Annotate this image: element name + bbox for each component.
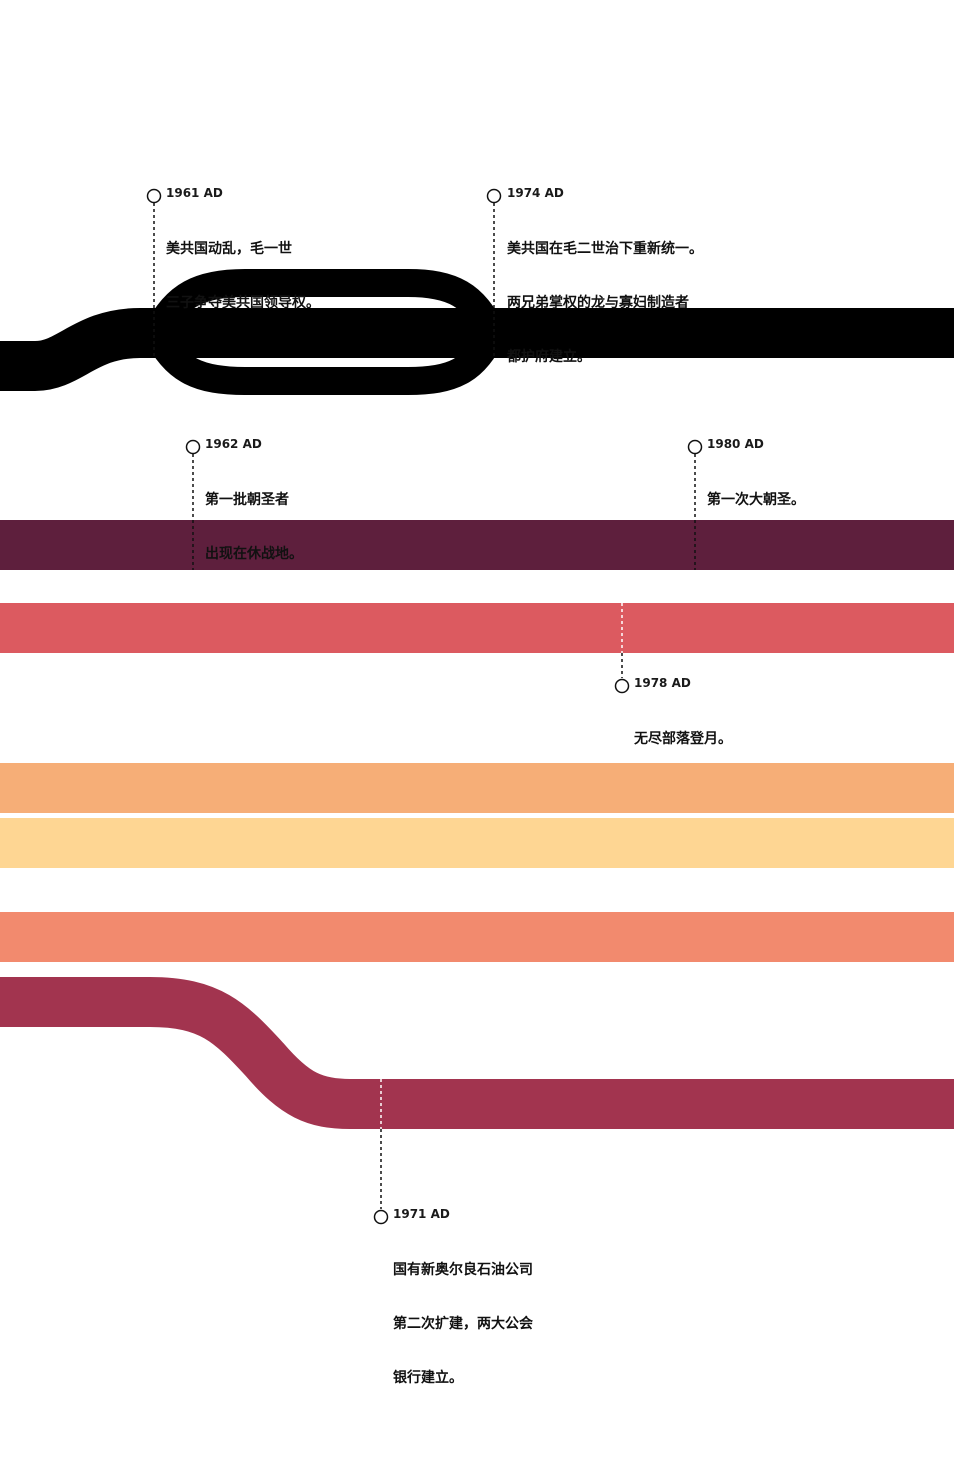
event-1961: 1961 AD 美共国动乱，毛一世 三子争夺美共国领导权。 (166, 186, 320, 348)
event-description: 第一批朝圣者 出现在休战地。 (205, 455, 303, 599)
event-line: 出现在休战地。 (205, 546, 303, 562)
event-year: 1980 AD (707, 437, 764, 451)
event-line: 无尽部落登月。 (634, 731, 732, 747)
event-year: 1971 AD (393, 1207, 450, 1221)
salmon-band (0, 912, 954, 962)
event-line: 三子争夺美共国领导权。 (166, 295, 320, 311)
event-1971: 1971 AD 国有新奥尔良石油公司 第二次扩建，两大公会 银行建立。 (393, 1207, 533, 1423)
event-line: 第一次大朝圣。 (707, 492, 805, 508)
event-description: 美共国在毛二世治下重新统一。 两兄弟掌权的龙与寡妇制造者 都护府建立。 (507, 204, 703, 402)
plum-band (0, 520, 954, 570)
event-line: 两兄弟掌权的龙与寡妇制造者 (507, 295, 689, 311)
event-1962: 1962 AD 第一批朝圣者 出现在休战地。 (205, 437, 303, 599)
event-marker-1980 (687, 439, 703, 570)
event-line: 美共国在毛二世治下重新统一。 (507, 241, 703, 257)
event-line: 国有新奥尔良石油公司 (393, 1262, 533, 1278)
event-year: 1961 AD (166, 186, 223, 200)
event-1980: 1980 AD 第一次大朝圣。 (707, 437, 805, 545)
event-year: 1974 AD (507, 186, 564, 200)
event-1978: 1978 AD 无尽部落登月。 (634, 676, 732, 784)
event-year: 1978 AD (634, 676, 691, 690)
event-line: 第二次扩建，两大公会 (393, 1316, 533, 1332)
event-description: 无尽部落登月。 (634, 694, 732, 784)
light-yellow-band (0, 818, 954, 868)
event-marker-1962 (185, 439, 201, 570)
event-line: 第一批朝圣者 (205, 492, 289, 508)
event-year: 1962 AD (205, 437, 262, 451)
black-band (0, 269, 954, 395)
event-marker-1971 (373, 1079, 389, 1225)
event-description: 美共国动乱，毛一世 三子争夺美共国领导权。 (166, 204, 320, 348)
event-1974: 1974 AD 美共国在毛二世治下重新统一。 两兄弟掌权的龙与寡妇制造者 都护府… (507, 186, 703, 402)
peach-band (0, 763, 954, 813)
event-marker-1978 (614, 603, 630, 694)
event-description: 国有新奥尔良石油公司 第二次扩建，两大公会 银行建立。 (393, 1225, 533, 1423)
event-marker-1961 (146, 188, 162, 358)
event-description: 第一次大朝圣。 (707, 455, 805, 545)
event-marker-1974 (486, 188, 502, 358)
event-line: 都护府建立。 (507, 349, 591, 365)
event-line: 银行建立。 (393, 1370, 463, 1386)
event-line: 美共国动乱，毛一世 (166, 241, 292, 257)
coral-red-band (0, 603, 954, 653)
raspberry-band (0, 977, 954, 1129)
